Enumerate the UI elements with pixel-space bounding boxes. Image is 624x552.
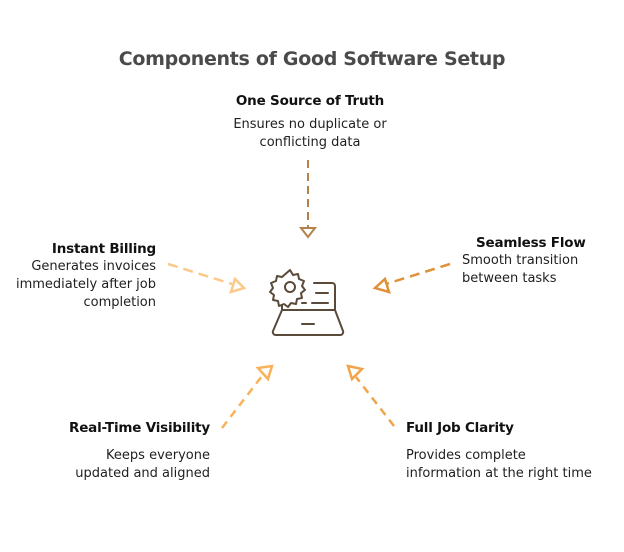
- node-real-time-visibility: Real-Time Visibility Keeps everyone upda…: [60, 419, 210, 483]
- node-seamless-flow: Seamless Flow Smooth transition between …: [462, 234, 612, 288]
- node-heading: Seamless Flow: [476, 235, 586, 251]
- node-description: Provides complete information at the rig…: [406, 448, 592, 481]
- arrow-right: [372, 262, 451, 294]
- node-full-job-clarity: Full Job Clarity Provides complete infor…: [406, 419, 596, 483]
- node-description: Smooth transition between tasks: [462, 253, 579, 286]
- node-heading: Full Job Clarity: [406, 420, 514, 436]
- node-description: Ensures no duplicate or conflicting data: [233, 117, 387, 150]
- node-one-source-of-truth: One Source of Truth Ensures no duplicate…: [200, 92, 420, 152]
- node-heading: One Source of Truth: [235, 93, 385, 109]
- node-description: Generates invoices immediately after job…: [15, 259, 156, 310]
- node-heading: Real-Time Visibility: [69, 420, 210, 436]
- node-instant-billing: Instant Billing Generates invoices immed…: [10, 240, 156, 312]
- arrow-bottom-right: [346, 364, 395, 427]
- node-heading: Instant Billing: [51, 241, 156, 257]
- node-description: Keeps everyone updated and aligned: [75, 448, 210, 481]
- laptop-gear-icon: [269, 269, 345, 336]
- diagram-title: Components of Good Software Setup: [118, 48, 506, 70]
- arrow-top: [298, 160, 318, 239]
- arrow-bottom-left: [221, 364, 274, 429]
- arrow-left: [167, 262, 247, 294]
